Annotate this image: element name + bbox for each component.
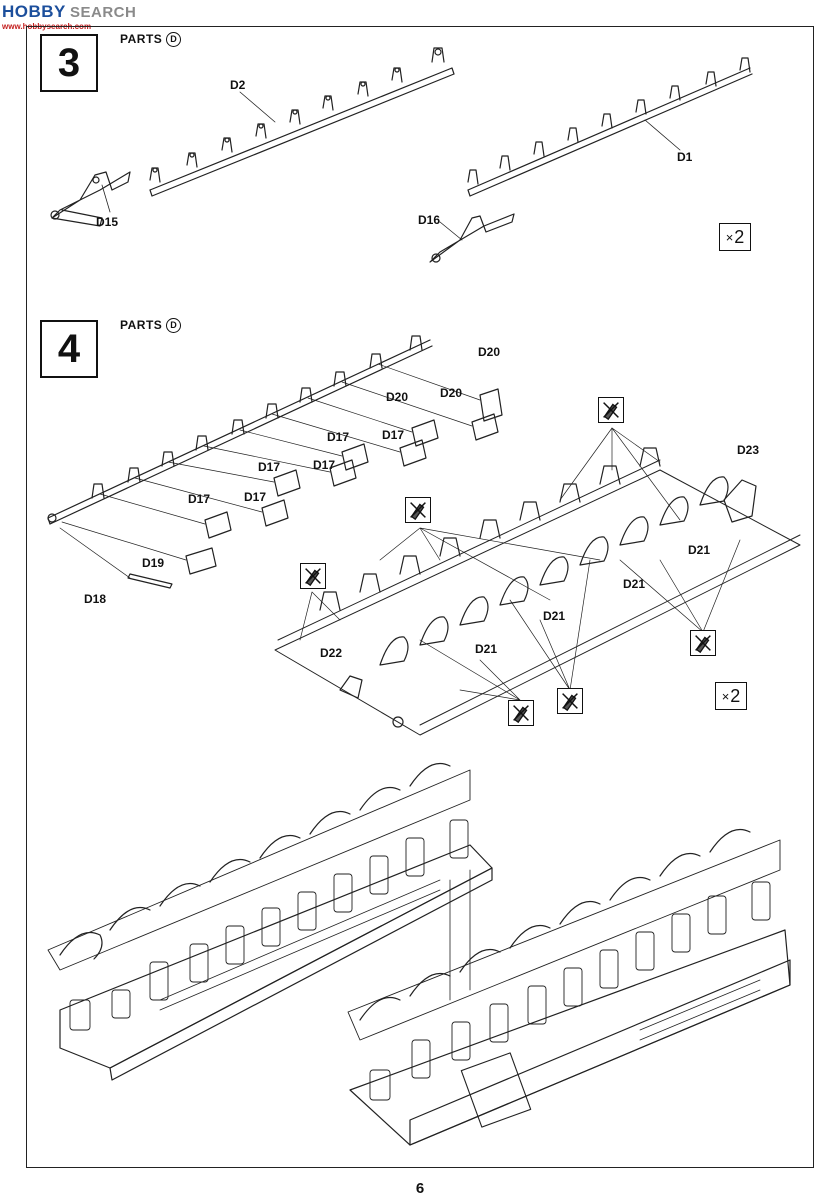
callout-d21: D21 [475,642,498,656]
part-step4-right-assembly [274,447,801,736]
page-number: 6 [415,1180,425,1197]
callout-d17: D17 [258,460,281,474]
part-d15-bracket [50,171,131,227]
callout-d19: D19 [142,556,165,570]
times-icon: × [721,688,730,704]
assembly-bottom-right [347,828,791,1146]
callout-d20: D20 [386,390,409,404]
step-4-number: 4 [40,320,98,378]
part-d19-d18 [59,521,217,589]
glue-cement-icon [300,563,326,589]
part-d17-plates [99,363,503,539]
glue-leaders [299,427,741,701]
callout-d17: D17 [382,428,405,442]
part-step4-left-rail [47,335,433,525]
glue-cement-icon [598,397,624,423]
part-d16-bracket [429,213,515,263]
callout-d20: D20 [478,345,501,359]
callout-d21: D21 [688,543,711,557]
callout-d16: D16 [418,213,441,227]
callout-d21: D21 [623,577,646,591]
watermark-search: SEARCH [70,4,137,21]
callout-d21: D21 [543,609,566,623]
times-icon: × [725,229,734,245]
callout-d17: D17 [327,430,350,444]
part-d2-rail [149,47,455,197]
callout-d17: D17 [244,490,267,504]
callout-d1: D1 [677,150,693,164]
glue-cement-icon [557,688,583,714]
part-d1-rail [467,57,753,197]
assembly-bottom-left [47,762,493,1081]
callout-d15: D15 [96,215,119,229]
step-3-number: 3 [40,34,98,92]
glue-cement-icon [405,497,431,523]
parts-letter-circle: D [166,32,182,48]
callout-d18: D18 [84,592,107,606]
callout-d23: D23 [737,443,760,457]
callout-d17: D17 [188,492,211,506]
callout-d22: D22 [320,646,343,660]
parts-letter-circle: D [166,318,182,334]
step-4-multiplier: ×2 [715,682,747,710]
page-frame [26,26,814,1168]
callout-d17: D17 [313,458,336,472]
callout-d2: D2 [230,78,246,92]
glue-cement-icon [690,630,716,656]
callout-d20: D20 [440,386,463,400]
step-3-multiplier: ×2 [719,223,751,251]
glue-cement-icon [508,700,534,726]
watermark-brand: HOBBY [2,2,66,21]
